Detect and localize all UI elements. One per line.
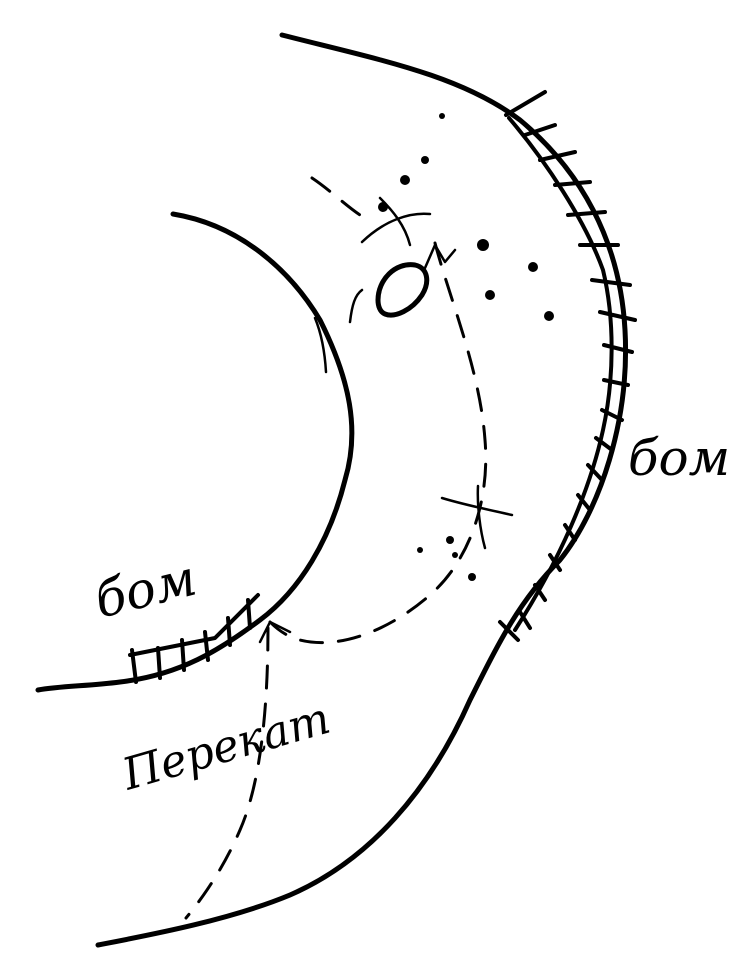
main-channel-dashed-line (268, 241, 488, 645)
left-cliff-hatching (128, 593, 260, 684)
route-arrow-head (258, 620, 292, 644)
stones-lower (417, 536, 476, 581)
lower-crossing-x-mark (440, 484, 514, 550)
stones-right (477, 239, 554, 321)
upper-crossing-x-mark (360, 196, 432, 247)
upper-crossing-dashed-line (310, 176, 362, 217)
stones-upper (378, 113, 445, 212)
right-cliff-hatching (498, 90, 637, 642)
perekat-route-dashed-line (184, 626, 270, 920)
perekat-label: Перекат (116, 693, 336, 801)
inner-bank-detail-stroke (313, 316, 328, 374)
outer-river-bank (95, 32, 629, 948)
bom-left-label: бом (89, 549, 202, 630)
rock-icon (348, 243, 457, 324)
bom-right-label: бом (628, 429, 730, 487)
inner-river-bank (35, 211, 355, 693)
